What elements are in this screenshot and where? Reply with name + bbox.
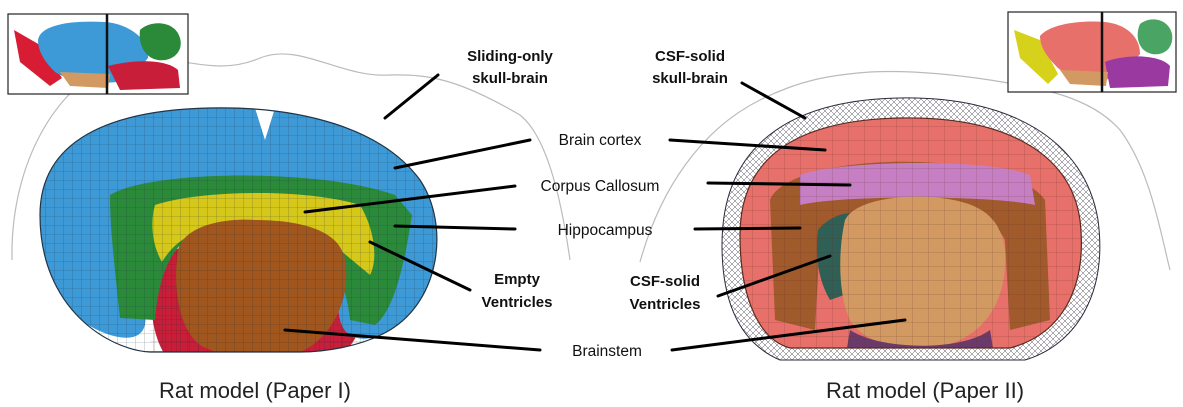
inset-left xyxy=(8,14,188,94)
caption-right: Rat model (Paper II) xyxy=(826,378,1024,403)
label-csf-ventricles-1: CSF-solid xyxy=(630,273,700,290)
label-corpus-callosum: Corpus Callosum xyxy=(541,178,660,195)
label-sliding-only-1: Sliding-only xyxy=(467,48,553,65)
label-sliding-only-2: skull-brain xyxy=(472,70,548,87)
label-csf-ventricles-2: Ventricles xyxy=(630,296,701,313)
label-empty-ventricles-1: Empty xyxy=(494,271,541,288)
label-brain-cortex: Brain cortex xyxy=(559,132,642,149)
inset-right xyxy=(1008,12,1176,92)
label-csf-skull-2: skull-brain xyxy=(652,70,728,87)
label-hippocampus: Hippocampus xyxy=(558,222,653,239)
label-empty-ventricles-2: Ventricles xyxy=(482,294,553,311)
left-panel xyxy=(8,14,570,370)
label-brainstem: Brainstem xyxy=(572,343,642,360)
label-csf-skull-1: CSF-solid xyxy=(655,48,725,65)
brain-section-left xyxy=(40,100,460,370)
caption-left: Rat model (Paper I) xyxy=(159,378,351,403)
